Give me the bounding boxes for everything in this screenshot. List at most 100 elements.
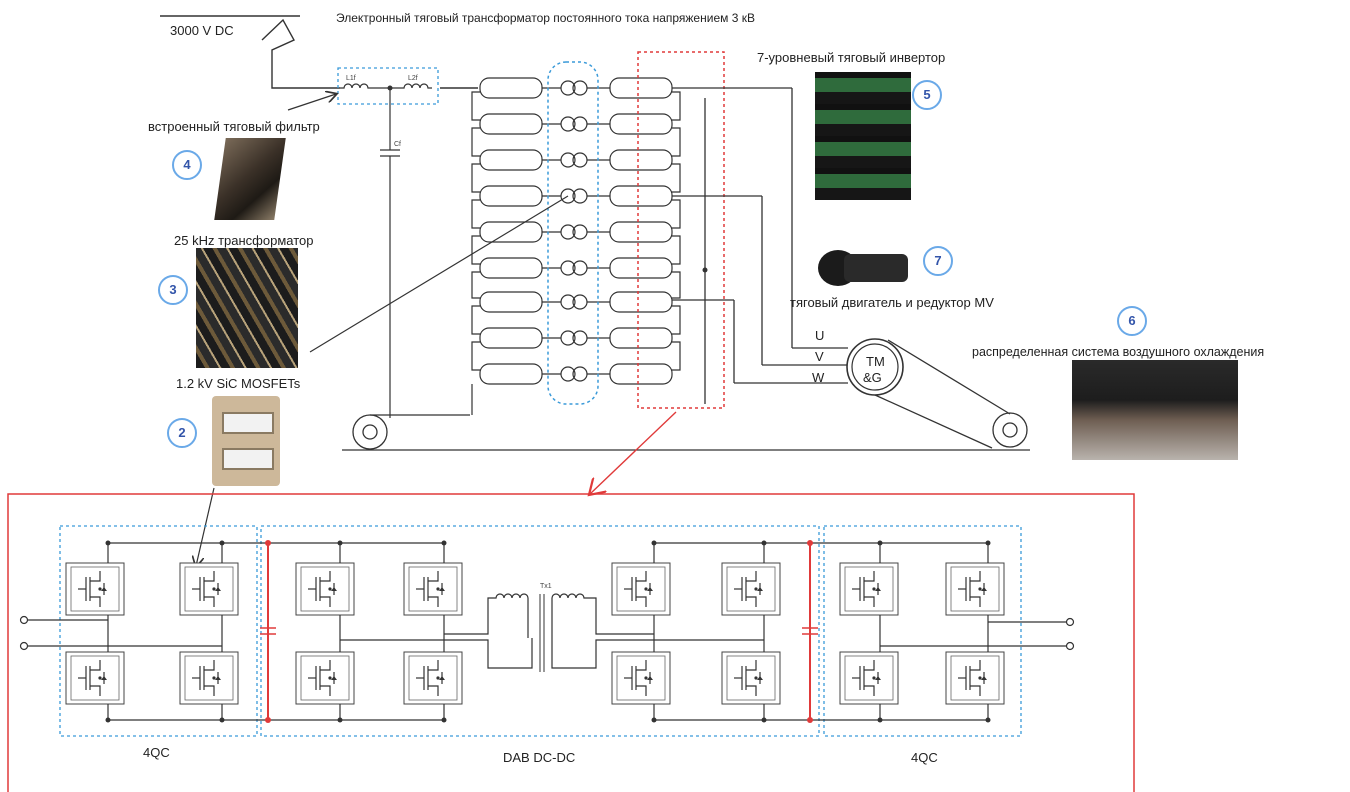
series-link bbox=[672, 92, 680, 120]
mosfet-node bbox=[978, 587, 981, 590]
mosfet-node bbox=[328, 676, 331, 679]
ac-output-terminal bbox=[1067, 619, 1074, 626]
inverter-module bbox=[610, 150, 672, 170]
inverter-module bbox=[610, 364, 672, 384]
rectifier-module bbox=[480, 328, 542, 348]
neutral-node bbox=[703, 268, 708, 273]
motor-text-2: &G bbox=[863, 370, 882, 385]
mosfet-cell bbox=[840, 652, 898, 704]
inverter-module bbox=[610, 78, 672, 98]
ac-input-terminal bbox=[21, 643, 28, 650]
inverter-module bbox=[610, 258, 672, 278]
inverter-module bbox=[610, 328, 672, 348]
wheel-belt bbox=[342, 340, 1030, 450]
diagram-title: Электронный тяговый трансформатор постоя… bbox=[336, 11, 755, 25]
rectifier-module bbox=[480, 114, 542, 134]
dc-cap-node bbox=[807, 540, 813, 546]
inverter-module bbox=[610, 186, 672, 206]
bottom-label-left: 4QC bbox=[143, 745, 170, 760]
mosfet-photo bbox=[212, 396, 280, 486]
detail-circuit bbox=[21, 540, 1074, 723]
series-link bbox=[472, 92, 480, 120]
phase-v-label: V bbox=[815, 349, 824, 364]
inverter-module bbox=[610, 114, 672, 134]
phase-u-label: U bbox=[815, 328, 824, 343]
rectifier-module bbox=[480, 78, 542, 98]
mosfet-cell bbox=[946, 652, 1004, 704]
dc-cap-node bbox=[807, 717, 813, 723]
rectifier-module bbox=[480, 186, 542, 206]
mosfet-node bbox=[436, 676, 439, 679]
filter-node bbox=[388, 86, 393, 91]
series-link bbox=[672, 272, 680, 298]
badge-3: 3 bbox=[158, 275, 188, 305]
inductor-label-1: L1f bbox=[346, 75, 356, 82]
mosfet-node bbox=[328, 587, 331, 590]
mosfet-node bbox=[436, 587, 439, 590]
bus-node bbox=[652, 541, 657, 546]
mosfet-cell bbox=[722, 652, 780, 704]
mosfet-node bbox=[872, 676, 875, 679]
motor-photo bbox=[812, 244, 912, 288]
inductor-label-2: L2f bbox=[408, 75, 418, 82]
filter-photo bbox=[214, 138, 286, 220]
module-stack bbox=[472, 78, 680, 415]
rectifier-module bbox=[480, 222, 542, 242]
supply-label: 3000 V DC bbox=[170, 23, 234, 38]
mosfet-node bbox=[98, 587, 101, 590]
series-link bbox=[672, 236, 680, 264]
filter-label: встроенный тяговый фильтр bbox=[148, 119, 320, 134]
cooling-photo bbox=[1072, 360, 1238, 460]
rectifier-module bbox=[480, 258, 542, 278]
transformer-photo bbox=[196, 248, 298, 368]
inverter-label: 7-уровневый тяговый инвертор bbox=[757, 50, 945, 65]
mosfet-node bbox=[872, 587, 875, 590]
mosfet-node bbox=[644, 587, 647, 590]
series-link bbox=[472, 342, 480, 370]
motor-label: тяговый двигатель и редуктор MV bbox=[790, 295, 994, 310]
bus-node bbox=[442, 718, 447, 723]
badge-4: 4 bbox=[172, 150, 202, 180]
series-link bbox=[472, 272, 480, 298]
bus-node bbox=[106, 541, 111, 546]
series-link bbox=[472, 200, 480, 228]
mosfet-cell bbox=[296, 652, 354, 704]
transformer-label: 25 kHz трансформатор bbox=[174, 233, 313, 248]
mosfet-cell bbox=[404, 652, 462, 704]
cooling-label: распределенная система воздушного охлажд… bbox=[972, 345, 1264, 359]
detail-pointer-arrow bbox=[590, 412, 676, 494]
bus-node bbox=[442, 541, 447, 546]
bus-node bbox=[986, 541, 991, 546]
badge-5: 5 bbox=[912, 80, 942, 110]
badge-2: 2 bbox=[167, 418, 197, 448]
bus-node bbox=[986, 718, 991, 723]
mosfet-node bbox=[754, 587, 757, 590]
filter-inductors bbox=[340, 84, 432, 418]
series-link bbox=[672, 342, 680, 370]
mosfet-cell bbox=[66, 563, 124, 615]
bottom-label-middle: DAB DC-DC bbox=[503, 750, 575, 765]
mosfet-label: 1.2 kV SiC MOSFETs bbox=[176, 376, 301, 391]
mosfet-node bbox=[98, 676, 101, 679]
mosfet-node bbox=[754, 676, 757, 679]
bus-node bbox=[652, 718, 657, 723]
bus-node bbox=[106, 718, 111, 723]
filter-pointer-arrow bbox=[288, 94, 336, 110]
mosfet-node bbox=[644, 676, 647, 679]
detail-box bbox=[8, 494, 1134, 792]
mosfet-cell bbox=[404, 563, 462, 615]
motor-text-1: TM bbox=[866, 354, 885, 369]
ac-output-terminal bbox=[1067, 643, 1074, 650]
bottom-label-right: 4QC bbox=[911, 750, 938, 765]
ac-input-terminal bbox=[21, 617, 28, 624]
series-link bbox=[672, 164, 680, 192]
mosfet-node bbox=[212, 587, 215, 590]
badge-7: 7 bbox=[923, 246, 953, 276]
series-link bbox=[672, 128, 680, 156]
mosfet-node bbox=[212, 676, 215, 679]
rectifier-module bbox=[480, 150, 542, 170]
mosfet-cell bbox=[180, 563, 238, 615]
mosfet-cell bbox=[180, 652, 238, 704]
series-link bbox=[672, 200, 680, 228]
mosfet-cell bbox=[946, 563, 1004, 615]
